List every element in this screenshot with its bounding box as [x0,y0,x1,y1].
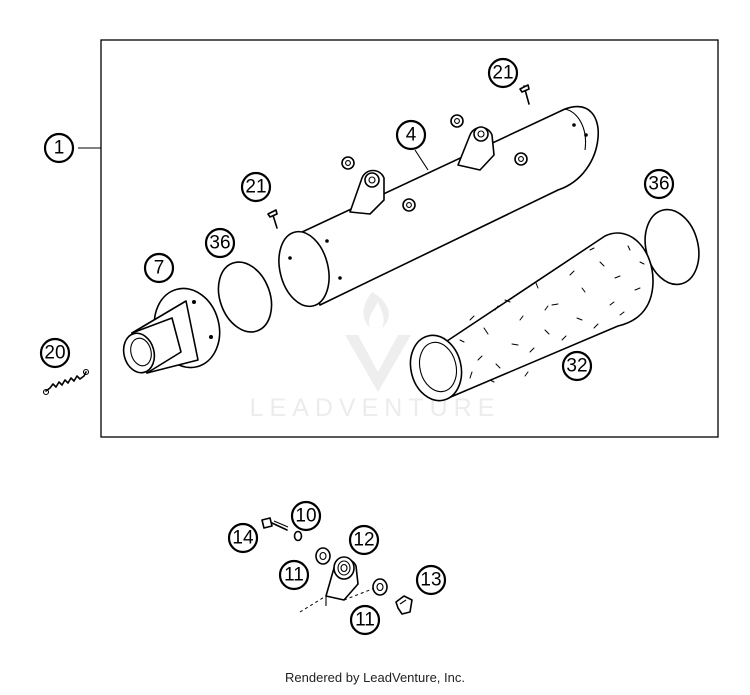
callout-4: 4 [395,119,427,151]
assembly-frame [100,39,719,438]
bushing-lower [372,578,388,596]
callout-21-right: 21 [487,57,519,89]
svg-text:11: 11 [284,565,304,586]
svg-text:20: 20 [44,343,65,364]
svg-text:11: 11 [355,610,375,631]
svg-text:4: 4 [406,125,417,146]
clip [395,595,413,615]
spring [42,368,90,396]
svg-text:1: 1 [54,138,65,159]
packing-insulation [409,232,654,402]
svg-text:32: 32 [566,356,587,377]
bolt [261,517,289,531]
svg-text:7: 7 [154,258,165,279]
callout-10: 10 [290,500,322,532]
callout-14: 14 [227,522,259,554]
rivet-right [519,84,530,105]
callout-20: 20 [39,337,71,369]
svg-text:36: 36 [648,174,669,195]
svg-text:14: 14 [232,528,254,549]
end-cap [122,287,221,374]
callout-11-lower: 11 [349,604,381,636]
svg-text:12: 12 [353,530,374,551]
rivet-left [267,209,278,229]
svg-text:36: 36 [209,233,230,254]
bushing-upper [315,547,331,565]
callout-12: 12 [348,524,380,556]
callout-1: 1 [43,132,75,164]
svg-text:13: 13 [420,570,441,591]
leader-line-4 [414,149,429,171]
washer [293,530,303,542]
svg-text:21: 21 [245,177,266,198]
callout-36-right: 36 [643,168,675,200]
callout-13: 13 [415,564,447,596]
muffler-body [278,105,600,308]
watermark-text: LEADVENTURE [250,394,501,422]
callout-11-upper: 11 [278,559,310,591]
svg-text:21: 21 [492,63,513,84]
svg-text:10: 10 [295,506,316,527]
mounting-bracket [299,556,381,613]
leadventure-watermark: LEADVENTURE [250,292,501,422]
callout-21-left: 21 [240,171,272,203]
callout-36-left: 36 [204,227,236,259]
gasket-left [217,261,273,333]
callout-7: 7 [143,252,175,284]
footer-credit: Rendered by LeadVenture, Inc. [285,670,465,685]
callout-32: 32 [561,350,593,382]
